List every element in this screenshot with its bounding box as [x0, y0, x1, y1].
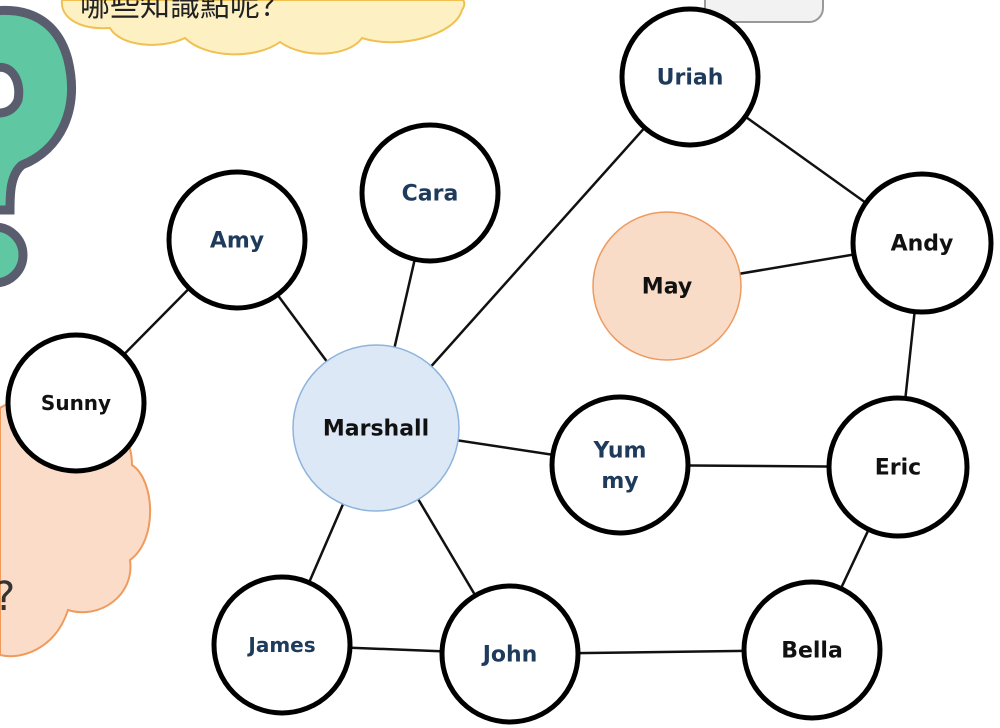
node-label-uriah: Uriah [657, 66, 724, 91]
node-label-amy: Amy [210, 229, 264, 254]
node-sunny: Sunny [5, 332, 147, 474]
gray-button-shape [704, 0, 824, 23]
cloud-top-text: 哪些知識點呢？ [80, 0, 290, 24]
node-john: John [439, 583, 581, 725]
node-label-sunny: Sunny [41, 391, 111, 415]
node-eric: Eric [826, 395, 970, 539]
node-label-marshall: Marshall [323, 417, 429, 442]
node-andy: Andy [850, 171, 994, 315]
node-label-cara: Cara [402, 182, 459, 207]
question-mark-icon [0, 5, 76, 288]
node-amy: Amy [166, 169, 308, 311]
node-label-john: John [481, 643, 538, 668]
node-label-james: James [246, 633, 315, 657]
node-label-bella: Bella [781, 639, 843, 664]
edges-layer [75, 75, 924, 656]
node-circle-eric [826, 395, 970, 539]
node-uriah: Uriah [619, 6, 761, 148]
node-circle-cara [359, 122, 501, 264]
cloud-left-text: ? [0, 574, 15, 620]
thought-cloud-top: 哪些知識點呢？ [60, 0, 466, 56]
node-may: May [592, 211, 742, 361]
node-circle-andy [850, 171, 994, 315]
node-label-may: May [642, 275, 692, 300]
node-circle-may [592, 211, 742, 361]
node-circle-uriah [619, 6, 761, 148]
node-label-andy: Andy [891, 232, 954, 257]
node-cara: Cara [359, 122, 501, 264]
node-circle-marshall [292, 344, 460, 512]
node-marshall: Marshall [292, 344, 460, 512]
node-circle-james [211, 574, 353, 716]
node-circle-sunny [5, 332, 147, 474]
node-circle-john [439, 583, 581, 725]
node-circle-amy [166, 169, 308, 311]
node-circle-yummy [549, 394, 691, 536]
node-james: James [211, 574, 353, 716]
node-label-eric: Eric [875, 456, 921, 481]
node-circle-bella [741, 579, 883, 721]
node-bella: Bella [741, 579, 883, 721]
